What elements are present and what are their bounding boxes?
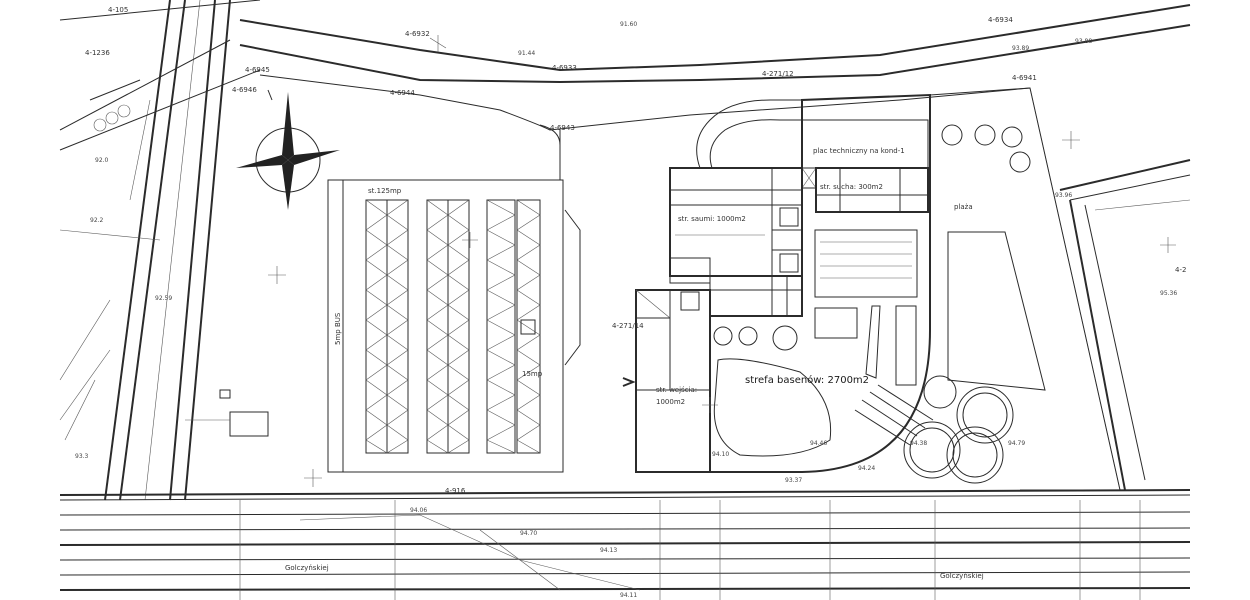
parcel-number: 4-2	[1175, 266, 1186, 274]
parcel-number: 4-6932	[405, 30, 430, 38]
west-road	[59, 0, 261, 501]
elevation: 91.44	[518, 50, 535, 57]
elevation: 94.24	[858, 465, 875, 472]
elevation: 92.59	[155, 295, 172, 302]
parcel-number: 4-1236	[85, 49, 110, 57]
elevation: 93.89	[1012, 45, 1029, 52]
parcel-number: 4-6934	[988, 16, 1013, 24]
entrance-area-label: 1000m2	[656, 398, 685, 406]
parcel-number: 4-6945	[245, 66, 270, 74]
elevation: 93.37	[785, 477, 802, 484]
beach-label: plaża	[954, 203, 973, 211]
entrance-zone-label: str. wejścia:	[656, 386, 697, 394]
left-structures	[185, 389, 269, 437]
parcel-number: 4-6941	[1012, 74, 1037, 82]
elevation: 94.38	[910, 440, 927, 447]
dry-zone-label: str. sucha: 300m2	[820, 183, 883, 191]
elevation: 95.36	[1160, 290, 1177, 297]
east-strip	[1029, 87, 1191, 491]
compass-icon	[236, 89, 340, 210]
parcel-number: 4-6943	[550, 124, 575, 132]
elevation: 94.10	[712, 451, 729, 458]
street-name: Golczyńskiej	[940, 572, 984, 580]
parcel-number: 4-916	[445, 487, 466, 495]
technical-yard-label: plac techniczny na kond-1	[813, 147, 905, 155]
elevation: 94.46	[810, 440, 827, 447]
elevation: 94.06	[410, 507, 427, 514]
parcel-number: 4-6944	[390, 89, 415, 97]
parcel-number: 4-105	[108, 6, 128, 14]
elevation: 93.3	[75, 453, 89, 460]
elevation: 94.11	[620, 592, 637, 599]
elevation: 93.96	[1055, 192, 1072, 199]
street-name: Golczyńskiej	[285, 564, 329, 572]
parcel-number: 4-6946	[232, 86, 257, 94]
elevation: 94.13	[600, 547, 617, 554]
wet-zone-label: str. saumi: 1000m2	[678, 215, 746, 223]
south-road	[59, 489, 1191, 600]
elevation: 94.70	[520, 530, 537, 537]
small-parking-label: 15mp	[522, 370, 543, 378]
parcel-number: 4-6933	[552, 64, 577, 72]
driveway	[696, 99, 802, 169]
elevation: 91.60	[620, 21, 637, 28]
parcel-labels: 4-105 4-1236 4-6932 4-6933 4-6934 4-6945…	[85, 6, 1186, 495]
parcel-number: 4-271/12	[762, 70, 794, 78]
elevation-labels: 91.44 91.60 93.89 93.88 92.0 92.2 92.59 …	[75, 21, 1177, 599]
elevation: 93.88	[1075, 38, 1092, 45]
beach: plaża	[929, 87, 1121, 491]
parking-lot: st.125mp 5mp BUS 15mp	[327, 179, 581, 473]
elevation: 92.0	[95, 157, 109, 164]
slides	[854, 375, 1014, 484]
elevation: 94.79	[1008, 440, 1025, 447]
main-building: str. saumi: 1000m2 str. wejścia: 1000m2 …	[622, 93, 931, 473]
parcel-number: 4-271/14	[612, 322, 644, 330]
north-road	[239, 4, 1191, 180]
elevation: 92.2	[90, 217, 104, 224]
pool-zone-label: strefa basenów: 2700m2	[745, 374, 869, 386]
bus-label: 5mp BUS	[334, 312, 342, 345]
survey-marks	[268, 35, 1176, 487]
parking-label: st.125mp	[368, 187, 402, 195]
